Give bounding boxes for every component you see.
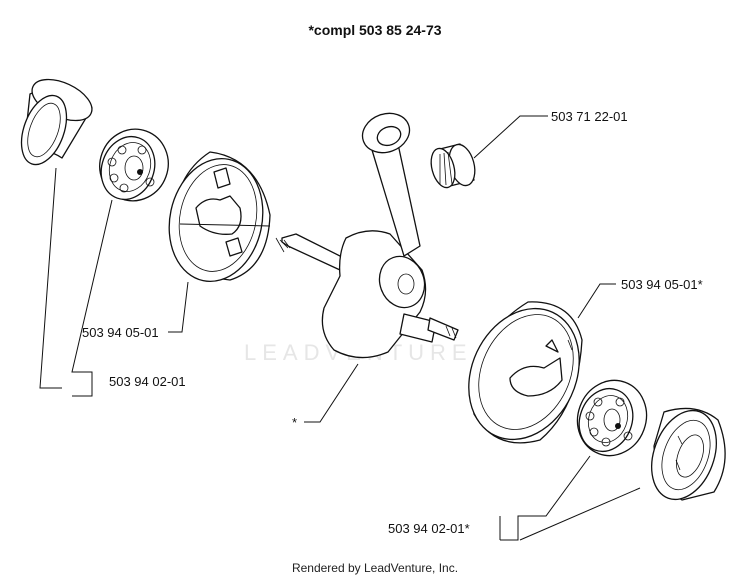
part-label-bearing-seal-right: 503 94 02-01* bbox=[388, 521, 470, 536]
part-label-flywheel-half-left: 503 94 05-01 bbox=[82, 325, 159, 340]
part-label-bearing-seal-left: 503 94 02-01 bbox=[109, 374, 186, 389]
part-label-flywheel-half-right: 503 94 05-01* bbox=[621, 277, 703, 292]
ball-bearing-left bbox=[99, 128, 169, 202]
part-label-crankshaft: * bbox=[292, 415, 298, 430]
ball-bearing-right bbox=[576, 379, 648, 457]
footer-credit: Rendered by LeadVenture, Inc. bbox=[291, 561, 459, 575]
crankshaft bbox=[275, 112, 459, 359]
part-label-needle-bearing: 503 71 22-01 bbox=[551, 109, 628, 124]
seal-ring-right bbox=[651, 407, 726, 501]
flywheel-half-left bbox=[168, 151, 271, 283]
leader-lines bbox=[39, 115, 641, 541]
seal-ring-left bbox=[20, 78, 93, 166]
needle-bearing bbox=[430, 143, 476, 189]
flywheel-half-right bbox=[468, 301, 583, 444]
diagram-title: *compl 503 85 24-73 bbox=[308, 22, 442, 38]
